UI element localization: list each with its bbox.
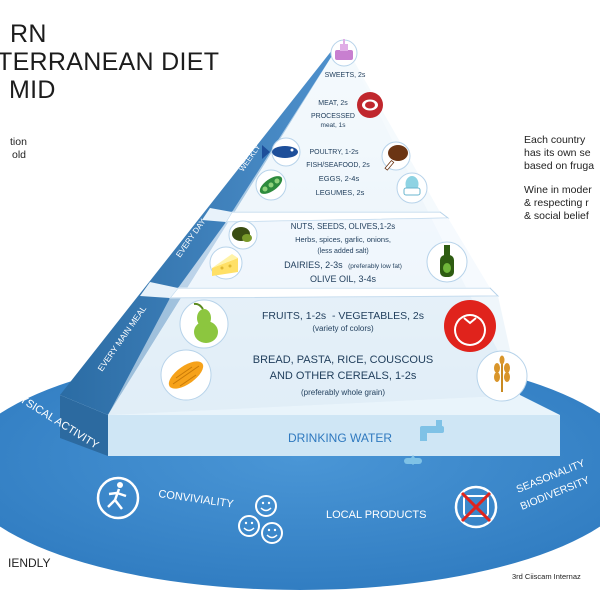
page-title: RN TERRANEAN DIET MID [0,20,219,104]
right-note: Each country has its own se based on fru… [524,134,594,223]
herbs-label-line2: (less added salt) [317,248,368,255]
poultry-label: POULTRY, 1-2s [309,149,359,156]
peas-icon [255,169,287,201]
local-products-label: LOCAL PRODUCTS [326,509,426,521]
right-note-p2-line1: Wine in moder [524,184,592,196]
herbs-label-line1: Herbs, spices, garlic, onions, [295,235,391,244]
bread-label-line2: AND OTHER CEREALS, 1-2s [270,370,417,382]
cheese-icon [209,246,243,280]
dairies-main: DAIRIES, 2-3s [284,260,343,270]
bread-label-line1: BREAD, PASTA, RICE, COUSCOUS [253,354,434,366]
cake-icon [330,39,358,67]
processed-portion-label: meat, 1s [321,122,347,129]
legumes-label: LEGUMES, 2s [316,188,365,197]
right-note-p1-line2: has its own se [524,147,591,159]
friendly-label: IENDLY [8,556,51,570]
processed-label: PROCESSED [311,113,355,120]
wheat-icon [476,350,528,402]
smiley-faces-icon [238,495,283,544]
fruits-note: (variety of colors) [312,324,374,333]
title-line-3: MID [9,76,56,104]
water-slab-front [108,415,560,456]
no-transport-icon [454,485,498,529]
side-separator-2 [140,282,178,298]
olive-oil-label: OLIVE OIL, 3-4s [310,274,377,284]
corn-icon [160,349,212,401]
sweets-label: SWEETS, 2s [325,72,366,79]
water-tap-icon [404,420,444,465]
right-note-p1-line3: based on fruga [524,160,595,172]
fish-icon [262,137,301,167]
side-separator-1 [202,208,232,222]
left-note-line-2: old [12,149,27,161]
water-slab-side [60,395,108,456]
drinking-water-label: DRINKING WATER [288,431,392,445]
right-note-p2-line2: & respecting r [524,197,589,209]
footer-credit: 3rd Ciiscam Internaz [512,572,581,581]
right-note-p2-line3: & social belief [524,210,589,222]
fish-label: FISH/SEAFOOD, 2s [306,162,370,169]
tomato-icon [444,300,496,352]
olives-icon [228,220,258,250]
right-note-p1-line1: Each country [524,134,586,146]
nuts-label: NUTS, SEEDS, OLIVES,1-2s [291,222,395,231]
egg-icon [396,172,428,204]
left-note-line-1: tion [10,136,27,148]
dairies-label: DAIRIES, 2-3s (preferably low fat) [284,260,402,270]
steak-icon [357,92,383,118]
fruits-vegetables-label: FRUITS, 1-2s - VEGETABLES, 2s [262,310,424,322]
running-person-icon [96,476,140,520]
left-note: tion old [0,136,27,162]
bread-note: (preferably whole grain) [301,388,385,397]
chicken-leg-icon [381,141,411,171]
pear-icon [179,299,229,349]
meat-label: MEAT, 2s [318,100,348,107]
eggs-label: EGGS, 2-4s [319,174,360,183]
title-line-2: TERRANEAN DIET [0,48,220,76]
title-line-1: RN [10,20,47,48]
dairies-note: (preferably low fat) [348,263,402,270]
pyramid-left-face [60,40,342,415]
olive-oil-bottle-icon [426,241,468,283]
